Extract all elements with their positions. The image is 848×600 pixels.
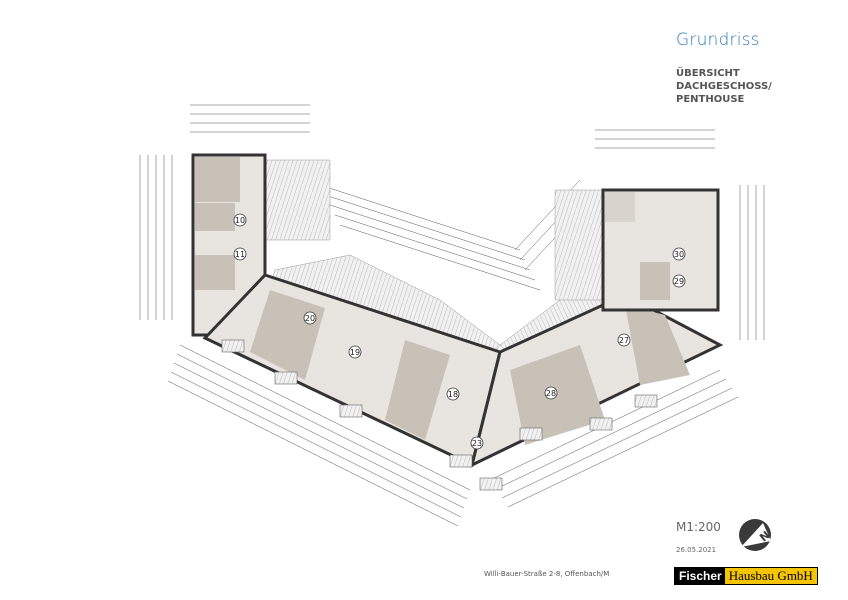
balcony [589,417,613,431]
balcony [274,371,298,385]
unit-number: 29 [674,277,684,286]
roof-terrace-left [264,159,331,241]
roof-terrace-right [554,189,606,301]
date-label: 26.05.2021 [676,546,717,554]
room [195,203,235,231]
room [195,157,240,202]
unit-number: 28 [546,389,556,398]
unit-28 [510,345,605,445]
dimension-line [170,371,462,518]
balcony [634,394,658,408]
company-logo: Fischer Hausbau GmbH [674,567,818,585]
balcony [221,339,245,353]
unit-number: 11 [235,250,245,259]
right-wing [469,293,724,468]
room [605,192,635,222]
left-wing [202,273,502,468]
dimension-line [179,344,471,491]
unit-number: 18 [448,390,458,399]
page-subtitle: ÜBERSICHT DACHGESCHOSS/ PENTHOUSE [676,67,772,106]
page-title: Grundriss [676,30,760,50]
unit-20 [250,290,325,380]
balcony [479,477,503,491]
north-arrow-icon: N [739,519,773,551]
unit-number: 10 [235,216,245,225]
room [195,255,235,290]
unit-27 [625,305,690,385]
subtitle-line: ÜBERSICHT [676,68,740,79]
logo-part2: Hausbau GmbH [724,568,817,584]
dimension-line [334,214,536,281]
unit-18 [385,340,450,440]
balcony [449,454,473,468]
subtitle-line: DACHGESCHOSS/ [676,81,772,92]
logo-part1: Fischer [675,568,725,584]
unit-number: 30 [674,250,684,259]
balcony [339,404,363,418]
dimension-line [173,362,465,509]
subtitle-line: PENTHOUSE [676,94,745,105]
scale-label: M1:200 [676,520,721,534]
room [640,262,670,300]
unit-number: 23 [472,439,482,448]
dimension-line [319,184,521,251]
dimension-line [167,380,459,527]
balcony [519,427,543,441]
unit-number: 27 [619,336,629,345]
dimension-line [324,194,526,261]
unit-number: 19 [350,348,360,357]
project-address: Willi-Bauer-Straße 2-8, Offenbach/M [484,570,610,578]
dimension-line [339,224,541,291]
unit-number: 20 [305,314,315,323]
dimension-line [329,204,531,271]
dimension-line [501,387,733,499]
dimension-line [507,396,739,508]
dimension-line [495,378,727,490]
dimension-line [176,353,468,500]
dimension-lines [139,104,765,527]
